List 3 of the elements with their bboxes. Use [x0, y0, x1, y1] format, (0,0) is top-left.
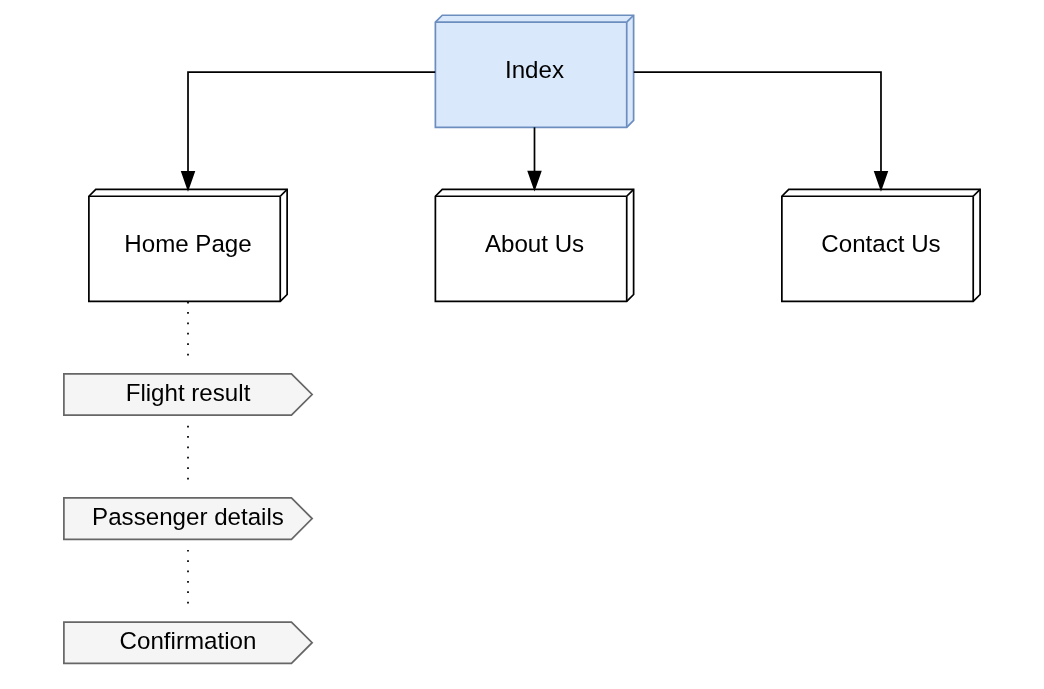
arrow — [180, 71, 437, 192]
arrow — [527, 126, 542, 192]
arrow — [632, 71, 889, 192]
